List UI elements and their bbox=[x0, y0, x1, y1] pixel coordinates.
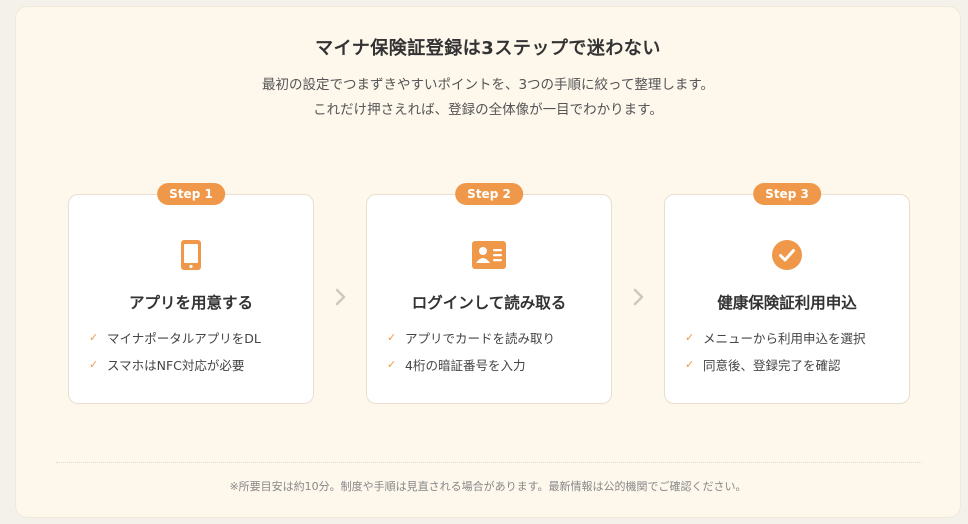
footnote: ※所要目安は約10分。制度や手順は見直される場合があります。最新情報は公的機関で… bbox=[229, 480, 747, 493]
list-item: ✓ マイナポータルアプリをDL bbox=[89, 324, 303, 351]
list-item: ✓ アプリでカードを読み取り bbox=[387, 324, 601, 351]
list-item: ✓ スマホはNFC対応が必要 bbox=[89, 351, 303, 378]
page-title: マイナ保険証登録は3ステップで迷わない bbox=[315, 38, 661, 59]
check-icon: ✓ bbox=[685, 331, 695, 344]
steps-panel: マイナ保険証登録は3ステップで迷わない 最初の設定でつまずきやすいポイントを、3… bbox=[15, 6, 961, 518]
step-title-1: アプリを用意する bbox=[128, 294, 253, 312]
step-card-2: Step 2 ログインして読み取る ✓ アプリでカードを読み取り ✓ 4桁の暗証… bbox=[366, 183, 612, 404]
step-list-3: ✓ メニューから利用申込を選択 ✓ 同意後、登録完了を確認 bbox=[685, 324, 899, 378]
step-list-1: ✓ マイナポータルアプリをDL ✓ スマホはNFC対応が必要 bbox=[89, 324, 303, 378]
list-item-text: 同意後、登録完了を確認 bbox=[703, 358, 841, 373]
check-icon: ✓ bbox=[685, 358, 695, 371]
smartphone-icon bbox=[173, 237, 209, 273]
check-icon: ✓ bbox=[89, 358, 99, 371]
step-list-2: ✓ アプリでカードを読み取り ✓ 4桁の暗証番号を入力 bbox=[387, 324, 601, 378]
chevron-right-icon bbox=[335, 288, 346, 306]
subtitle-line-2: これだけ押さえれば、登録の全体像が一目でわかります。 bbox=[313, 102, 663, 118]
check-icon: ✓ bbox=[387, 358, 397, 371]
step-title-2: ログインして読み取る bbox=[411, 294, 567, 312]
list-item: ✓ 同意後、登録完了を確認 bbox=[685, 351, 899, 378]
list-item: ✓ メニューから利用申込を選択 bbox=[685, 324, 899, 351]
step-badge-1: Step 1 bbox=[157, 183, 225, 205]
list-item-text: 4桁の暗証番号を入力 bbox=[405, 358, 526, 373]
list-item-text: アプリでカードを読み取り bbox=[405, 331, 556, 346]
step-card-1: Step 1 アプリを用意する ✓ マイナポータルアプリをDL ✓ スマホはNF… bbox=[68, 183, 314, 404]
check-circle-icon bbox=[769, 237, 805, 273]
list-item-text: スマホはNFC対応が必要 bbox=[107, 358, 245, 373]
list-item: ✓ 4桁の暗証番号を入力 bbox=[387, 351, 601, 378]
check-icon: ✓ bbox=[89, 331, 99, 344]
step-title-3: 健康保険証利用申込 bbox=[717, 294, 857, 312]
step-badge-2: Step 2 bbox=[455, 183, 523, 205]
divider bbox=[56, 462, 922, 463]
step-badge-3: Step 3 bbox=[753, 183, 821, 205]
list-item-text: メニューから利用申込を選択 bbox=[703, 331, 866, 346]
subtitle-line-1: 最初の設定でつまずきやすいポイントを、3つの手順に絞って整理します。 bbox=[261, 77, 715, 93]
chevron-right-icon bbox=[633, 288, 644, 306]
step-card-3: Step 3 健康保険証利用申込 ✓ メニューから利用申込を選択 ✓ 同意後、登… bbox=[664, 183, 910, 404]
id-card-icon bbox=[471, 237, 507, 273]
list-item-text: マイナポータルアプリをDL bbox=[107, 331, 261, 346]
check-icon: ✓ bbox=[387, 331, 397, 344]
